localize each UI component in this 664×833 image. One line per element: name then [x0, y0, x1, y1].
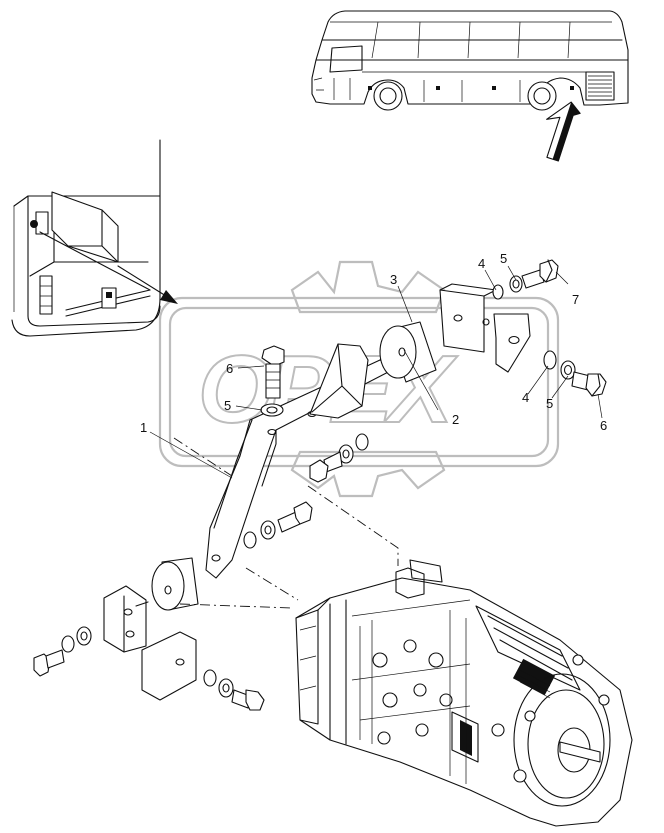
bolt-vertical: [260, 345, 285, 417]
callouts: 1 2 3 4 4 5 5 5 6 6 7: [140, 251, 607, 435]
leader-lines: [149, 265, 603, 479]
callout-3: 3: [390, 272, 397, 287]
callout-7: 7: [572, 292, 579, 307]
callout-1: 1: [140, 420, 147, 435]
callout-4-upper: 4: [478, 256, 485, 271]
bolt-right: [543, 350, 607, 397]
assembly-centerlines: [173, 437, 399, 609]
callout-5-right: 5: [546, 396, 553, 411]
bolt-upper-right: [492, 259, 559, 300]
location-arrow: [546, 101, 581, 162]
callout-5-upper: 5: [500, 251, 507, 266]
bus-overview: [311, 10, 629, 111]
callout-5-vertical: 5: [224, 398, 231, 413]
callout-6-right: 6: [600, 418, 607, 433]
callout-4-right: 4: [522, 390, 529, 405]
callout-2: 2: [452, 412, 459, 427]
rubber-mount-lower: [151, 557, 199, 611]
mount-plate-lower: [103, 585, 197, 701]
bolt-bracket-lower: [243, 501, 313, 549]
bolt-lower-left: [33, 626, 92, 677]
bolt-lower-right: [203, 669, 265, 711]
bolt-lower-middle: [309, 433, 369, 483]
gearbox: [295, 559, 633, 827]
inset-pointer-arrow: [117, 265, 178, 304]
mount-plate-upper: [439, 283, 531, 373]
engine-compartment-inset: [11, 139, 161, 337]
callout-6-vertical: 6: [226, 361, 233, 376]
rubber-mount-upper: [379, 321, 437, 383]
